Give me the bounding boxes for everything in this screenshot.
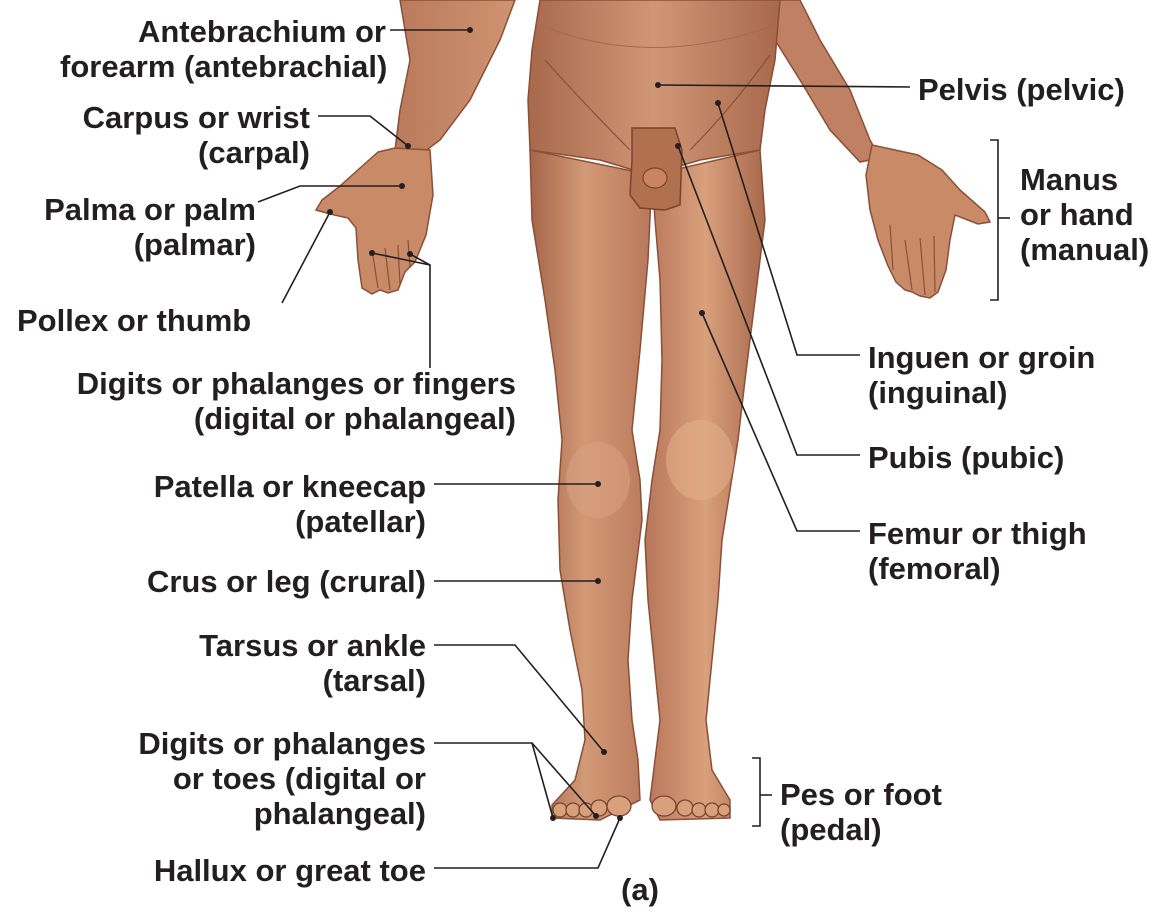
label-pollex: Pollex or thumb bbox=[17, 303, 251, 338]
label-crus: Crus or leg (crural) bbox=[60, 564, 426, 599]
leader-palma-dot bbox=[399, 183, 405, 189]
label-digits-hand: Digits or phalanges or fingers (digital … bbox=[10, 366, 516, 436]
leader-fingers-b-dot bbox=[407, 251, 413, 257]
left-knee-highlight bbox=[566, 442, 630, 518]
label-carpus: Carpus or wrist (carpal) bbox=[20, 100, 310, 170]
label-pubis: Pubis (pubic) bbox=[868, 440, 1064, 475]
label-patella: Patella or kneecap (patellar) bbox=[60, 469, 426, 539]
leader-pelvis-dot bbox=[655, 82, 661, 88]
leader-hallux bbox=[434, 818, 620, 868]
leader-manus-bracket bbox=[990, 140, 998, 300]
leader-fingers-a-dot bbox=[369, 250, 375, 256]
label-inguen: Inguen or groin (inguinal) bbox=[868, 340, 1095, 410]
leader-antebrachium-dot bbox=[467, 27, 473, 33]
leader-pollex bbox=[282, 212, 330, 303]
leader-pubis-dot bbox=[675, 143, 681, 149]
leader-crus-dot bbox=[595, 578, 601, 584]
label-pelvis: Pelvis (pelvic) bbox=[918, 72, 1125, 107]
label-tarsus: Tarsus or ankle (tarsal) bbox=[60, 628, 426, 698]
label-pes: Pes or foot (pedal) bbox=[780, 777, 942, 847]
leader-pes-bracket bbox=[752, 758, 760, 826]
right-hand bbox=[866, 145, 990, 298]
leader-tarsus-dot bbox=[601, 749, 607, 755]
right-knee-highlight bbox=[666, 420, 734, 500]
leader-pollex-dot bbox=[327, 209, 333, 215]
leader-femur-dot bbox=[699, 310, 705, 316]
label-digits-foot: Digits or phalanges or toes (digital or … bbox=[60, 726, 426, 831]
label-femur: Femur or thigh (femoral) bbox=[868, 516, 1087, 586]
glans bbox=[643, 168, 667, 188]
left-forearm bbox=[395, 0, 515, 155]
label-manus: Manus or hand (manual) bbox=[1020, 162, 1149, 267]
leader-toes-a bbox=[434, 743, 553, 818]
label-antebrachium: Antebrachium or forearm (antebrachial) bbox=[60, 14, 386, 84]
leader-patella-dot bbox=[595, 481, 601, 487]
leader-inguen-dot bbox=[715, 100, 721, 106]
figure-caption: (a) bbox=[600, 872, 680, 907]
leader-hallux-dot bbox=[617, 815, 623, 821]
leader-toes-b-dot bbox=[593, 813, 599, 819]
leader-toes-a-dot bbox=[550, 815, 556, 821]
label-hallux: Hallux or great toe bbox=[60, 853, 426, 888]
label-palma: Palma or palm (palmar) bbox=[0, 192, 256, 262]
leader-carpus-dot bbox=[405, 143, 411, 149]
left-hand bbox=[316, 148, 433, 294]
leader-carpus bbox=[318, 116, 408, 146]
